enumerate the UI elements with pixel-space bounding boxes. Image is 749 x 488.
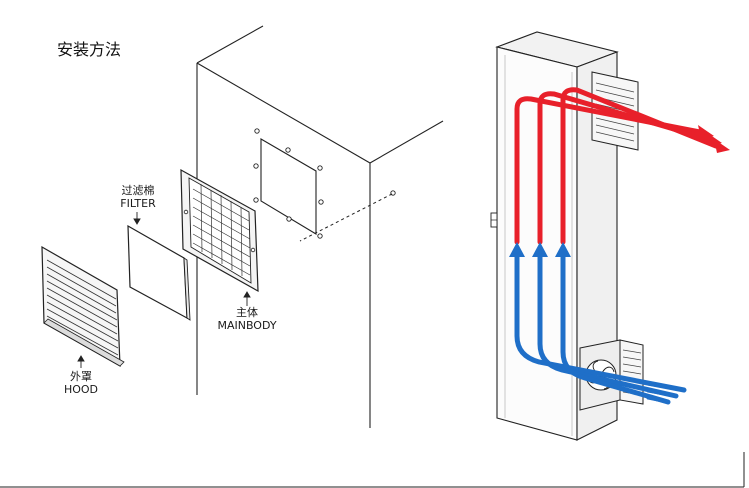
filter-label-en: FILTER — [120, 197, 156, 210]
filter-pad — [127, 224, 191, 321]
cool-air-intake-streak — [646, 389, 678, 398]
hood-cover — [41, 245, 125, 368]
cool-air-intake-streak — [646, 382, 686, 392]
hot-air-arrowhead — [714, 139, 730, 153]
hood-label: 外罩 HOOD — [55, 370, 107, 396]
hot-air-arrow — [560, 87, 719, 245]
ground-line — [0, 452, 745, 488]
cool-air-arrowhead — [509, 242, 525, 257]
wall-cutout — [253, 128, 396, 242]
cool-air-arrowhead — [532, 242, 548, 257]
cool-air-arrow — [514, 253, 687, 393]
mainbody-label: 主体 MAINBODY — [210, 306, 284, 332]
hood-label-en: HOOD — [63, 383, 99, 396]
page-title: 安装方法 — [57, 40, 122, 59]
cool-air-arrow — [560, 253, 671, 405]
mainbody-label-en: MAINBODY — [217, 319, 277, 332]
cool-air-intake-streak — [646, 396, 670, 404]
cool-air-arrow — [537, 253, 679, 399]
label-leaders — [77, 212, 251, 368]
filter-label-cn: 过滤棉 — [121, 184, 155, 197]
hood-label-cn: 外罩 — [70, 370, 92, 383]
filter-label: 过滤棉 FILTER — [111, 184, 165, 210]
cool-air-flow — [509, 242, 687, 405]
mainbody-label-cn: 主体 — [236, 306, 258, 319]
mainbody-frame — [180, 168, 259, 293]
hot-air-arrow — [537, 91, 711, 245]
cool-air-arrowhead — [555, 242, 571, 257]
hot-air-flow — [514, 87, 730, 245]
hot-air-arrow — [514, 96, 703, 245]
